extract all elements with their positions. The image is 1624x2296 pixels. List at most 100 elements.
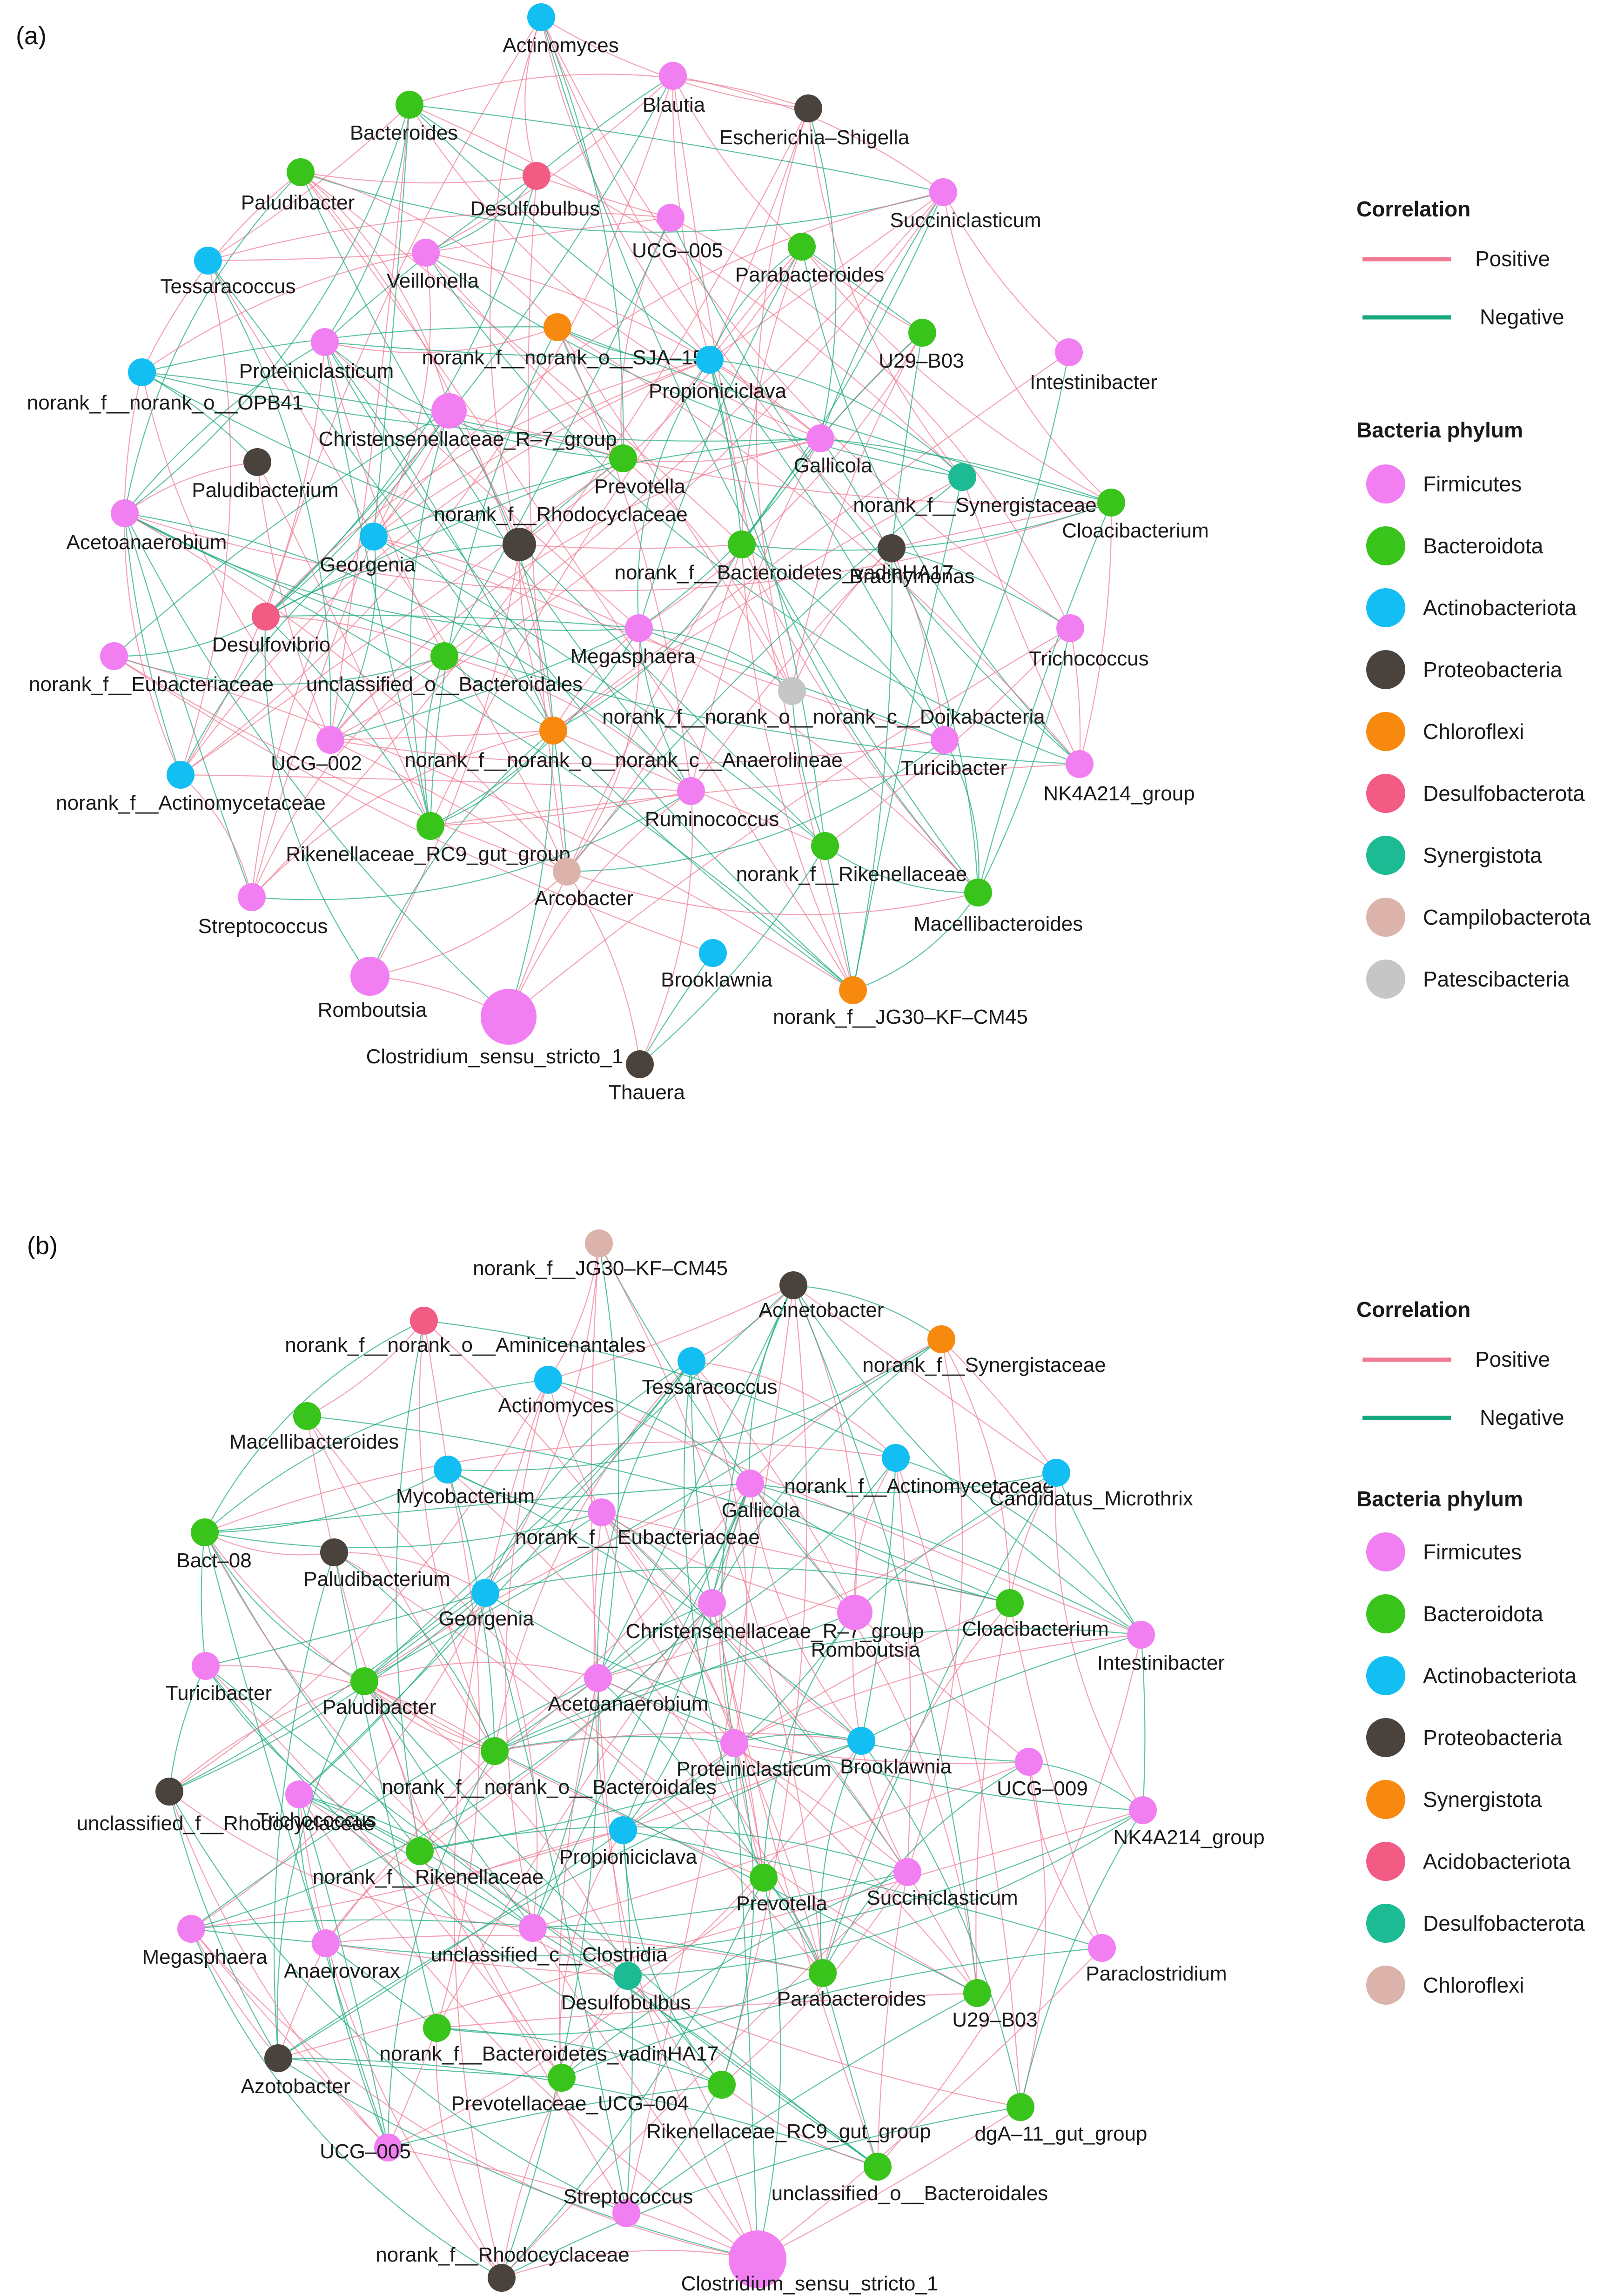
node-circle — [167, 761, 195, 789]
network-node: Ruminococcus — [645, 777, 779, 831]
panel-a: (a) ActinomycesBlautiaEscherichia–Shigel… — [16, 3, 1591, 1104]
network-node: Clostridium_sensu_stricto_1 — [366, 989, 623, 1068]
positive-edge — [369, 544, 520, 977]
network-node: Brooklawnia — [661, 939, 772, 991]
network-node: Parabacteroides — [777, 1959, 926, 2010]
node-label: Parabacteroides — [777, 1987, 926, 2010]
node-circle — [316, 726, 344, 754]
node-circle — [539, 717, 567, 745]
panel-a-legend: Correlation Positive Negative Bacteria p… — [1356, 197, 1591, 999]
negative-edge — [597, 1602, 712, 1678]
positive-edge — [425, 75, 673, 253]
negative-edge — [369, 730, 554, 977]
network-node: Propioniciclava — [649, 346, 786, 403]
positive-edge — [251, 730, 554, 898]
positive-edge — [691, 548, 892, 792]
node-circle — [194, 247, 222, 275]
network-node: Megasphaera — [570, 614, 696, 668]
positive-edge — [364, 1483, 751, 1682]
legend-b-negative-label: Negative — [1480, 1405, 1564, 1430]
node-circle — [736, 1470, 764, 1497]
positive-edge — [300, 172, 742, 545]
node-label: Paludibacter — [241, 191, 355, 214]
positive-edge — [265, 17, 542, 617]
node-label: norank_f__JG30–KF–CM45 — [773, 1006, 1028, 1028]
positive-edge — [204, 1532, 495, 1752]
positive-edge — [553, 477, 963, 731]
node-label: norank_f__norank_o__norank_c__Anaeroline… — [404, 749, 843, 772]
negative-edge — [601, 1512, 908, 1873]
node-circle — [927, 1325, 955, 1353]
positive-edge — [593, 1512, 758, 2260]
node-label: Blautia — [643, 94, 705, 116]
network-node: Acinetobacter — [758, 1271, 884, 1322]
network-node: Streptococcus — [564, 2185, 693, 2227]
network-node: Paludibacter — [322, 1667, 436, 1719]
negative-edge — [852, 477, 963, 991]
negative-edge — [204, 1483, 751, 1533]
node-circle — [111, 499, 139, 527]
positive-edge — [277, 1943, 326, 2059]
negative-edge — [519, 544, 825, 846]
positive-edge — [501, 1872, 908, 2278]
network-node: Intestinibacter — [1097, 1621, 1225, 1674]
positive-edge — [508, 628, 1071, 1017]
node-circle — [155, 1778, 183, 1806]
negative-edge — [191, 1678, 598, 1929]
network-node: Anaerovorax — [284, 1929, 400, 1982]
positive-edge — [639, 791, 693, 1065]
node-label: Romboutsia — [318, 999, 427, 1021]
negative-edge — [741, 192, 944, 545]
positive-edge — [425, 217, 671, 254]
negative-edge — [449, 410, 554, 731]
negative-edge — [265, 544, 520, 617]
node-label: norank_f__norank_o__SJA–15 — [422, 346, 705, 369]
positive-edge — [423, 1320, 824, 1974]
negative-edge — [709, 359, 826, 846]
node-circle — [252, 603, 280, 631]
negative-edge — [557, 327, 624, 459]
positive-edge — [278, 1809, 1143, 2059]
positive-edge — [208, 260, 374, 537]
node-circle — [320, 1538, 348, 1566]
negative-edge — [364, 1681, 878, 2167]
node-label: NK4A214_group — [1043, 782, 1195, 805]
positive-edge — [169, 1379, 549, 1792]
network-node: Christensenellaceae_R–7_group — [319, 393, 617, 450]
positive-edge — [801, 246, 1112, 503]
negative-edge — [791, 691, 826, 846]
node-label: NK4A214_group — [1113, 1826, 1264, 1849]
node-circle — [1097, 489, 1125, 517]
negative-edge — [626, 1993, 978, 2214]
negative-edge — [891, 332, 923, 549]
legend-b-positive-label: Positive — [1475, 1347, 1550, 1371]
positive-edge — [505, 1379, 549, 1928]
positive-edge — [208, 104, 410, 261]
negative-edge — [204, 1532, 420, 1852]
node-circle — [1042, 1459, 1070, 1487]
network-node: Acetoanaerobium — [548, 1664, 708, 1715]
negative-edge — [709, 246, 802, 360]
positive-edge — [449, 410, 624, 459]
node-circle — [837, 1595, 872, 1630]
node-circle — [350, 957, 389, 996]
positive-edge — [191, 1592, 486, 1929]
negative-edge — [124, 512, 691, 792]
positive-edge — [1055, 1472, 1143, 1811]
positive-edge — [532, 1761, 1029, 1929]
negative-edge — [540, 17, 624, 459]
node-label: norank_f__Rikenellaceae — [736, 863, 967, 886]
network-node: Clostridium_sensu_stricto_1 — [681, 2230, 938, 2295]
network-node: Acetoanaerobium — [67, 499, 227, 554]
negative-edge — [820, 438, 979, 893]
negative-edge — [861, 1740, 1021, 2108]
positive-edge — [330, 437, 821, 740]
node-circle — [311, 328, 339, 356]
network-node: norank_f__Bacteroidetes_vadinHA17 — [615, 530, 953, 584]
network-node: Blautia — [643, 62, 705, 116]
negative-edge — [388, 2084, 722, 2148]
positive-edge — [559, 1830, 624, 2078]
network-node: NK4A214_group — [1113, 1796, 1265, 1849]
negative-edge — [425, 175, 537, 254]
